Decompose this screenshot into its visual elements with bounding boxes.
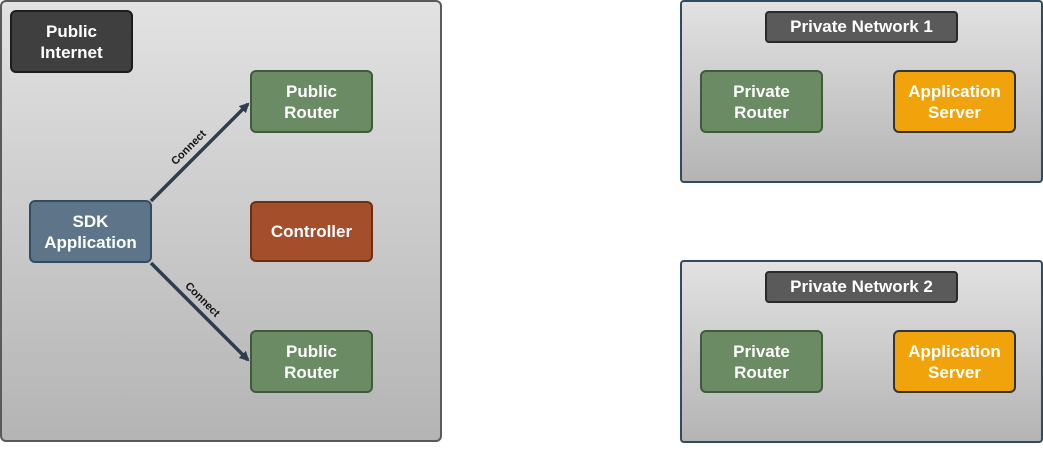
private-router-2[interactable]: Private Router [700,330,823,393]
private-router-1[interactable]: Private Router [700,70,823,133]
private-network-2-title: Private Network 2 [765,271,958,303]
connect-arrow-bottom [149,261,250,362]
application-server-1[interactable]: Application Server [893,70,1016,133]
application-server-2[interactable]: Application Server [893,330,1016,393]
public-router-top[interactable]: Public Router [250,70,373,133]
public-router-bottom[interactable]: Public Router [250,330,373,393]
private-network-1-title: Private Network 1 [765,11,958,43]
controller[interactable]: Controller [250,201,373,262]
public-internet-label: Public Internet [10,10,133,73]
connect-arrow-top [149,102,250,203]
sdk-application[interactable]: SDK Application [29,200,152,263]
